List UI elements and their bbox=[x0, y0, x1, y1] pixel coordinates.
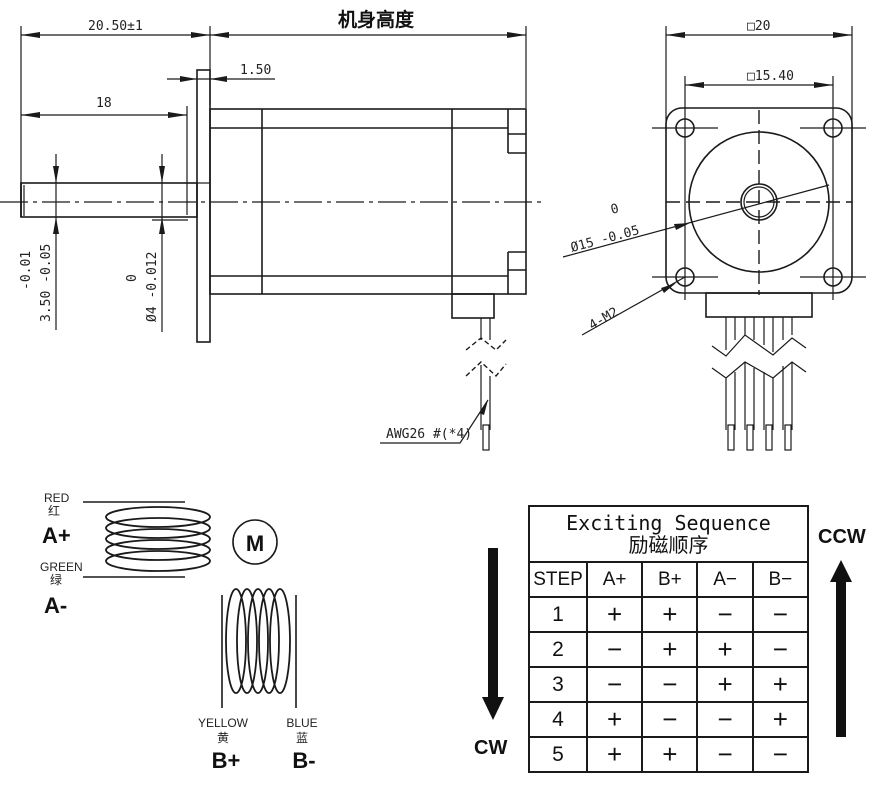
wire-gauge-label: AWG26 #(*4) bbox=[386, 427, 472, 442]
dim-flange: 1.50 bbox=[240, 63, 271, 78]
phase-a-plus: A+ bbox=[42, 523, 71, 548]
step-cell: 2 bbox=[528, 631, 588, 668]
sign-cell: + bbox=[641, 596, 699, 633]
sign-cell: − bbox=[696, 736, 754, 773]
sign-cell: + bbox=[751, 701, 810, 738]
ccw-arrow-icon bbox=[830, 560, 852, 737]
table-header-row: STEP A+ B+ A− B− bbox=[528, 561, 810, 598]
dim-mounting-holes: 4-M2 bbox=[587, 305, 622, 334]
wire-green-label: GREEN bbox=[40, 560, 83, 574]
phase-a-minus: A- bbox=[44, 593, 67, 618]
body-length-title: 机身高度 bbox=[338, 8, 415, 31]
sign-cell: + bbox=[585, 596, 644, 633]
column-header: B− bbox=[751, 561, 810, 598]
motor-symbol bbox=[232, 519, 278, 565]
sign-cell: + bbox=[641, 736, 699, 773]
table-row: 1 + + − − bbox=[528, 596, 810, 633]
sign-cell: + bbox=[585, 736, 644, 773]
sign-cell: − bbox=[696, 701, 754, 738]
column-header: STEP bbox=[528, 561, 588, 598]
table-row: 4 + − − + bbox=[528, 701, 810, 738]
step-cell: 5 bbox=[528, 736, 588, 773]
dim-shaft-diameter: Ø4 -0.012 bbox=[145, 252, 160, 322]
wire-blue-label: BLUE bbox=[286, 716, 317, 730]
sign-cell: − bbox=[585, 666, 644, 703]
exciting-sequence-table: Exciting Sequence 励磁顺序 STEP A+ B+ A− B− … bbox=[528, 505, 810, 773]
wire-red-cn: 红 bbox=[48, 503, 60, 518]
column-header: A− bbox=[696, 561, 754, 598]
wire-red-label: RED bbox=[44, 491, 70, 505]
table-row: 2 − + + − bbox=[528, 631, 810, 668]
table-row: 3 − − + + bbox=[528, 666, 810, 703]
wire-blue-cn: 蓝 bbox=[296, 731, 308, 745]
side-view: 机身高度 20.50±1 1.50 18 bbox=[0, 8, 545, 451]
dim-boss-diameter: Ø15 -0.05 bbox=[569, 223, 641, 256]
coil-a bbox=[105, 506, 211, 572]
dim-shaft-length: 18 bbox=[96, 96, 112, 111]
table-title: Exciting Sequence 励磁顺序 bbox=[528, 505, 809, 563]
sign-cell: + bbox=[751, 666, 810, 703]
dim-flat-tol-upper: -0.01 bbox=[19, 251, 34, 290]
sign-cell: − bbox=[751, 596, 810, 633]
wiring-diagram: RED 红 A+ GREEN 绿 A- M YELLOW 黄 B+ BLUE 蓝… bbox=[40, 491, 318, 773]
table-title-cn: 励磁顺序 bbox=[628, 533, 709, 557]
column-header: A+ bbox=[585, 561, 644, 598]
ccw-label: CCW bbox=[818, 526, 866, 548]
sign-cell: − bbox=[641, 666, 699, 703]
step-cell: 4 bbox=[528, 701, 588, 738]
sign-cell: − bbox=[751, 736, 810, 773]
step-cell: 3 bbox=[528, 666, 588, 703]
phase-b-minus: B- bbox=[292, 748, 315, 773]
sign-cell: − bbox=[696, 596, 754, 633]
sign-cell: + bbox=[585, 701, 644, 738]
phase-b-plus: B+ bbox=[212, 748, 241, 773]
dim-flat: 3.50 -0.05 bbox=[39, 244, 54, 322]
wire-yellow-label: YELLOW bbox=[198, 716, 249, 730]
sign-cell: − bbox=[641, 701, 699, 738]
table-title-en: Exciting Sequence bbox=[566, 511, 771, 535]
sign-cell: + bbox=[696, 666, 754, 703]
front-view: □20 □15.40 0 Ø15 -0.05 4-M2 bbox=[562, 19, 866, 451]
sign-cell: + bbox=[696, 631, 754, 668]
dim-boss-tol-upper: 0 bbox=[609, 201, 620, 218]
motor-symbol-label: M bbox=[246, 531, 264, 556]
dim-outer-square: □20 bbox=[747, 19, 770, 34]
sign-cell: + bbox=[641, 631, 699, 668]
step-cell: 1 bbox=[528, 596, 588, 633]
wire-green-cn: 绿 bbox=[50, 572, 62, 587]
dim-hole-pitch: □15.40 bbox=[747, 69, 794, 84]
coil-b bbox=[225, 588, 291, 694]
table-row: 5 + + − − bbox=[528, 736, 810, 773]
dim-shaft-tol-upper: 0 bbox=[125, 274, 140, 282]
sign-cell: − bbox=[751, 631, 810, 668]
column-header: B+ bbox=[641, 561, 699, 598]
dim-total-shaft: 20.50±1 bbox=[88, 19, 143, 34]
sign-cell: − bbox=[585, 631, 644, 668]
cw-arrow-icon bbox=[482, 548, 504, 720]
wire-yellow-cn: 黄 bbox=[217, 731, 229, 745]
cw-label: CW bbox=[474, 737, 508, 759]
